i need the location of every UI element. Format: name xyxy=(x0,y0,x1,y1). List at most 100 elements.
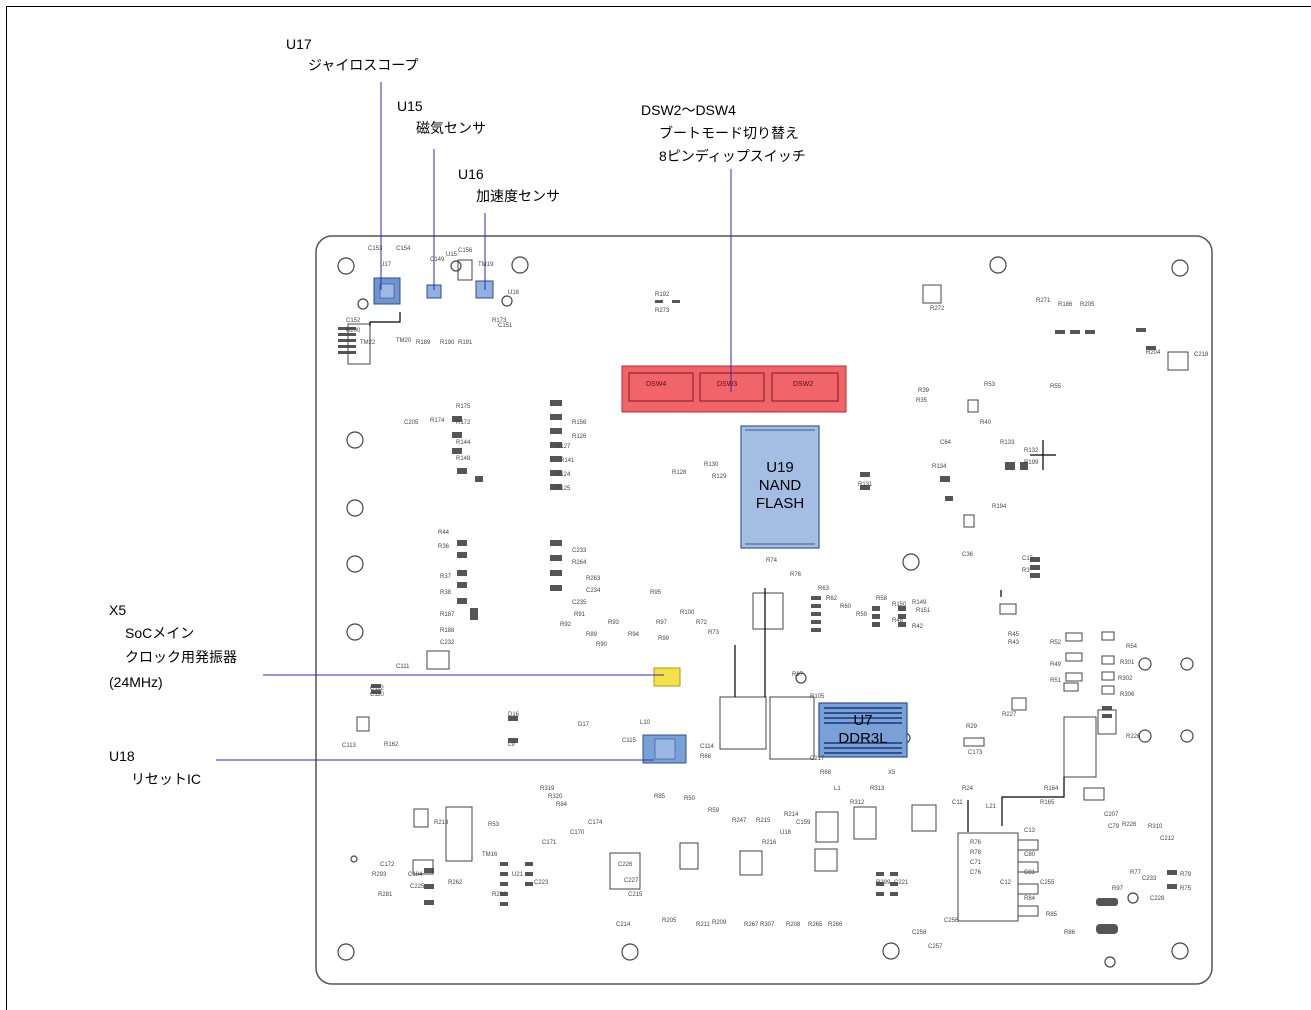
u19-ref: U19 xyxy=(766,459,794,476)
silkscreen-designator: R77 xyxy=(1130,870,1142,876)
silkscreen-designator: C154 xyxy=(396,246,411,252)
u7-type: DDR3L xyxy=(838,730,888,747)
silkscreen-designator: R131 xyxy=(858,482,873,488)
silkscreen-designator: R273 xyxy=(655,308,670,314)
silkscreen-designator: R48 xyxy=(892,618,904,624)
silkscreen-designator: R312 xyxy=(850,800,865,806)
silkscreen-designator: C233 xyxy=(1142,876,1157,882)
silkscreen-designator: C159 xyxy=(796,820,811,826)
silkscreen-designator: R91 xyxy=(574,612,586,618)
silkscreen-designator: R51 xyxy=(1050,678,1062,684)
silkscreen-designator: R53 xyxy=(984,382,996,388)
silkscreen-designator: C153 xyxy=(368,246,383,252)
silkscreen-designator: C15 xyxy=(1022,556,1034,562)
silkscreen-designator: U15 xyxy=(446,252,458,258)
silkscreen-designator: R124 xyxy=(556,472,571,478)
silkscreen-designator: R38 xyxy=(440,590,452,596)
silkscreen-designator: C226 xyxy=(618,862,633,868)
silkscreen-designator: R29 xyxy=(966,724,978,730)
silkscreen-designator: R199 xyxy=(1024,460,1039,466)
silkscreen-designator: R263 xyxy=(586,576,601,582)
u15-desc-label: 磁気センサ xyxy=(416,120,486,136)
silkscreen-designator: R97 xyxy=(1112,886,1124,892)
silkscreen-designator: R37 xyxy=(440,574,452,580)
u16-ref-label: U16 xyxy=(458,166,484,182)
silkscreen-designator: R205 xyxy=(1080,302,1095,308)
silkscreen-designator: C79 xyxy=(1108,824,1120,830)
silkscreen-designator: C255 xyxy=(1040,880,1055,886)
dsw3-label: DSW3 xyxy=(717,381,738,388)
silkscreen-designator: R84 xyxy=(1024,896,1036,902)
silkscreen-designator: C11 xyxy=(952,800,963,806)
silkscreen-designator: R144 xyxy=(456,440,471,446)
silkscreen-designator: R132 xyxy=(1024,448,1039,454)
silkscreen-designator: R79 xyxy=(1180,872,1192,878)
silkscreen-designator: C233 xyxy=(572,548,587,554)
dsw4-label: DSW4 xyxy=(646,381,667,388)
silkscreen-designator: C214 xyxy=(616,922,631,928)
silkscreen-designator: R92 xyxy=(560,622,572,628)
silkscreen-designator: R164 xyxy=(1044,786,1059,792)
silkscreen-designator: C218 xyxy=(1194,352,1209,358)
silkscreen-designator: R66 xyxy=(700,754,712,760)
u19-type-line2: FLASH xyxy=(755,495,805,512)
silkscreen-designator: C152 xyxy=(346,318,361,324)
silkscreen-designator: R73 xyxy=(708,630,720,636)
silkscreen-designator: R262 xyxy=(448,880,463,886)
silkscreen-designator: C113 xyxy=(342,743,356,749)
silkscreen-designator: R266 xyxy=(828,922,843,928)
silkscreen-designator: R267 xyxy=(744,922,759,928)
silkscreen-designator: C225 xyxy=(410,884,425,890)
silkscreen-designator: C76 xyxy=(970,870,982,876)
silkscreen-designator: R313 xyxy=(870,786,885,792)
dip-switch-group xyxy=(621,365,847,413)
dsw-desc-line1: ブートモード切り替え xyxy=(659,125,799,141)
silkscreen-designator: R172 xyxy=(456,420,471,426)
silkscreen-designator: R191 xyxy=(458,340,473,346)
silkscreen-designator: C258 xyxy=(912,930,927,936)
silkscreen-designator: R59 xyxy=(708,808,720,814)
silkscreen-designator: C64 xyxy=(940,440,952,446)
silkscreen-designator: D16 xyxy=(508,712,520,718)
silkscreen-designator: R192 xyxy=(655,292,670,298)
silkscreen-designator: R190 xyxy=(440,340,455,346)
silkscreen-designator: R43 xyxy=(1008,640,1020,646)
u18-body xyxy=(654,738,676,760)
u16-desc-label: 加速度センサ xyxy=(476,188,560,204)
u19-type-line1: NAND xyxy=(758,477,802,494)
silkscreen-designator: R208 xyxy=(786,922,801,928)
silkscreen-designator: R128 xyxy=(672,470,687,476)
silkscreen-designator: R58 xyxy=(876,596,888,602)
silkscreen-designator: R293 xyxy=(372,872,387,878)
silkscreen-designator: R205 xyxy=(662,918,677,924)
silkscreen-designator: L1 xyxy=(834,786,841,792)
silkscreen-designator: R186 xyxy=(1058,302,1073,308)
silkscreen-designator: R60 xyxy=(840,604,852,610)
silkscreen-designator: R100 xyxy=(680,610,695,616)
silkscreen-designator: C228 xyxy=(1150,896,1165,902)
u17-ref-label: U17 xyxy=(286,36,312,52)
silkscreen-designator: R302 xyxy=(1118,676,1133,682)
silkscreen-designator: R54 xyxy=(1126,644,1138,650)
dsw-desc-line2: 8ピンディップスイッチ xyxy=(659,148,806,164)
silkscreen-designator: C217 xyxy=(810,756,825,762)
dsw2-body xyxy=(771,372,839,402)
silkscreen-designator: R216 xyxy=(762,840,777,846)
silkscreen-designator: X5 xyxy=(888,770,896,776)
silkscreen-designator: R149 xyxy=(912,600,927,606)
silkscreen-designator: U21 xyxy=(512,872,524,878)
silkscreen-designator: R175 xyxy=(456,404,471,410)
silkscreen-designator: R174 xyxy=(430,418,445,424)
silkscreen-designator: R188 xyxy=(440,628,455,634)
silkscreen-designator: R292 xyxy=(492,892,507,898)
silkscreen-designator: C207 xyxy=(1104,812,1119,818)
silkscreen-designator: R213 xyxy=(434,820,449,826)
silkscreen-designator: C81 xyxy=(1024,870,1036,876)
silkscreen-designator: R310 xyxy=(1148,824,1163,830)
silkscreen-designator: C112 xyxy=(370,686,384,692)
dsw4-body xyxy=(628,372,694,402)
leader-lines xyxy=(216,82,732,761)
silkscreen-designator: C12 xyxy=(1000,880,1012,886)
silkscreen-designator: C172 xyxy=(380,862,395,868)
